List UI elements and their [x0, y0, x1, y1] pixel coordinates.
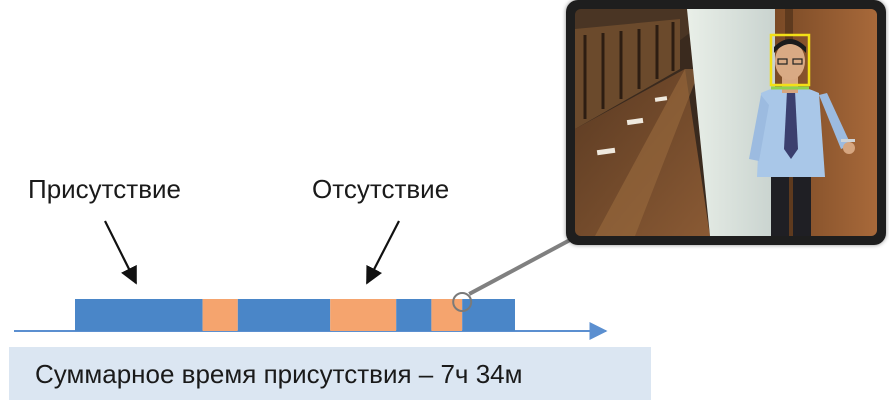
- absence-segment: [431, 299, 463, 331]
- presence-label: Присутствие: [28, 174, 181, 204]
- camera-frame: [566, 0, 886, 245]
- shelf-rows: [575, 19, 680, 129]
- summary-text: Суммарное время присутствия – 7ч 34м: [35, 359, 523, 389]
- face-detection-box: [769, 33, 811, 87]
- timeline-bar: [75, 299, 515, 331]
- camera-snapshot: [575, 9, 877, 236]
- absence-segment: [330, 299, 397, 331]
- summary-box: Суммарное время присутствия – 7ч 34м: [9, 347, 651, 400]
- presence-segment: [396, 299, 432, 331]
- presence-segment: [75, 299, 203, 331]
- presence-segment: [237, 299, 331, 331]
- absence-pointer-arrow: [366, 220, 400, 285]
- presence-pointer-arrow: [104, 220, 137, 285]
- absence-segment: [202, 299, 238, 331]
- absence-label: Отсутствие: [312, 174, 450, 204]
- highlight-circle: [452, 292, 473, 312]
- person-figure: [749, 39, 855, 236]
- camera-connector-line: [468, 238, 571, 296]
